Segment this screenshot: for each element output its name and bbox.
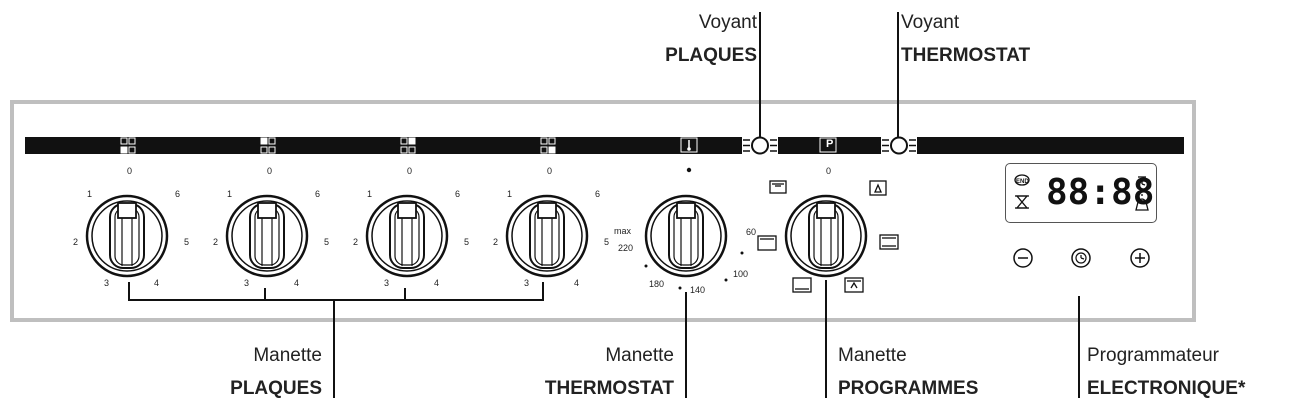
voyant-plaques-label-2: PLAQUES bbox=[665, 45, 757, 66]
scale-5: 5 bbox=[464, 237, 470, 247]
manette-thermostat-label-1: Manette bbox=[605, 345, 674, 366]
manette-programmes-label-2: PROGRAMMES bbox=[838, 378, 979, 399]
voyant-thermostat-label-2: THERMOSTAT bbox=[901, 45, 1031, 66]
scale-0: 0 bbox=[547, 166, 553, 176]
bell-icon bbox=[1135, 194, 1149, 211]
minus-button[interactable] bbox=[1013, 248, 1033, 268]
voyant-thermostat-lamp bbox=[881, 136, 917, 155]
thermostat-knob[interactable] bbox=[644, 194, 728, 278]
scale-1: 1 bbox=[87, 189, 93, 199]
scale-2: 2 bbox=[213, 237, 219, 247]
scale-5: 5 bbox=[324, 237, 330, 247]
plate-knob-3[interactable] bbox=[365, 194, 449, 278]
lamp-icon bbox=[869, 180, 887, 196]
hourglass-icon bbox=[1015, 195, 1029, 209]
thermometer-icon bbox=[680, 137, 698, 153]
scale-1: 1 bbox=[227, 189, 233, 199]
cooktop-zone-icon-4 bbox=[540, 137, 556, 154]
plate-knob-4[interactable] bbox=[505, 194, 589, 278]
clock-button[interactable] bbox=[1071, 248, 1091, 268]
clock-icon bbox=[1135, 176, 1149, 191]
cooktop-zone-icon-3 bbox=[400, 137, 416, 154]
cooktop-zone-icon-2 bbox=[260, 137, 276, 154]
fan-icon bbox=[844, 277, 864, 293]
cooktop-zone-icon-1 bbox=[120, 137, 136, 154]
programmes-p-symbol: P bbox=[826, 138, 834, 150]
scale-6: 6 bbox=[455, 189, 461, 199]
thermostat-180: 180 bbox=[649, 279, 665, 289]
top-grill-icon bbox=[769, 180, 787, 194]
conventional-heat-icon bbox=[879, 234, 899, 250]
thermostat-marks bbox=[644, 167, 744, 290]
scale-4: 4 bbox=[154, 278, 160, 288]
svg-text:END: END bbox=[1016, 179, 1029, 185]
manette-plaques-label-1: Manette bbox=[253, 345, 322, 366]
manette-plaques-label-2: PLAQUES bbox=[230, 378, 322, 399]
scale-3: 3 bbox=[104, 278, 110, 288]
thermostat-220: 220 bbox=[618, 243, 634, 253]
thermostat-60: 60 bbox=[746, 227, 757, 237]
scale-5: 5 bbox=[184, 237, 190, 247]
scale-4: 4 bbox=[434, 278, 440, 288]
voyant-plaques-label-1: Voyant bbox=[698, 12, 757, 33]
scale-0: 0 bbox=[407, 166, 413, 176]
plate-knob-1[interactable] bbox=[85, 194, 169, 278]
fan-grill-icon bbox=[757, 235, 777, 251]
programme-scale-0: 0 bbox=[826, 166, 832, 176]
voyant-plaques-lamp bbox=[742, 136, 778, 155]
manette-programmes-label-1: Manette bbox=[838, 345, 907, 366]
programmer-display: 88:88 bbox=[1005, 163, 1157, 223]
scale-1: 1 bbox=[507, 189, 513, 199]
programmer-digits: 88:88 bbox=[1046, 172, 1155, 213]
scale-4: 4 bbox=[574, 278, 580, 288]
scale-5: 5 bbox=[604, 237, 610, 247]
scale-2: 2 bbox=[73, 237, 79, 247]
thermostat-max: max bbox=[614, 226, 632, 236]
scale-3: 3 bbox=[524, 278, 530, 288]
scale-4: 4 bbox=[294, 278, 300, 288]
scale-6: 6 bbox=[595, 189, 601, 199]
bottom-heat-icon bbox=[792, 277, 812, 293]
scale-0: 0 bbox=[267, 166, 273, 176]
scale-6: 6 bbox=[315, 189, 321, 199]
thermostat-140: 140 bbox=[690, 285, 706, 295]
scale-6: 6 bbox=[175, 189, 181, 199]
scale-2: 2 bbox=[493, 237, 499, 247]
end-icon: END bbox=[1014, 174, 1030, 186]
scale-0: 0 bbox=[127, 166, 133, 176]
voyant-thermostat-label-1: Voyant bbox=[901, 12, 960, 33]
manette-thermostat-label-2: THERMOSTAT bbox=[544, 378, 674, 399]
scale-1: 1 bbox=[367, 189, 373, 199]
plus-button[interactable] bbox=[1130, 248, 1150, 268]
oven-programme-icons bbox=[757, 180, 899, 293]
scale-3: 3 bbox=[384, 278, 390, 288]
programme-knob[interactable] bbox=[784, 194, 868, 278]
thermostat-100: 100 bbox=[733, 269, 749, 279]
programmateur-label-2: ELECTRONIQUE* bbox=[1087, 378, 1246, 399]
programmes-p-box bbox=[819, 137, 837, 153]
scale-2: 2 bbox=[353, 237, 359, 247]
scale-3: 3 bbox=[244, 278, 250, 288]
programmateur-label-1: Programmateur bbox=[1087, 345, 1219, 366]
manette-plaques-bracket bbox=[128, 282, 544, 398]
plate-knob-2[interactable] bbox=[225, 194, 309, 278]
